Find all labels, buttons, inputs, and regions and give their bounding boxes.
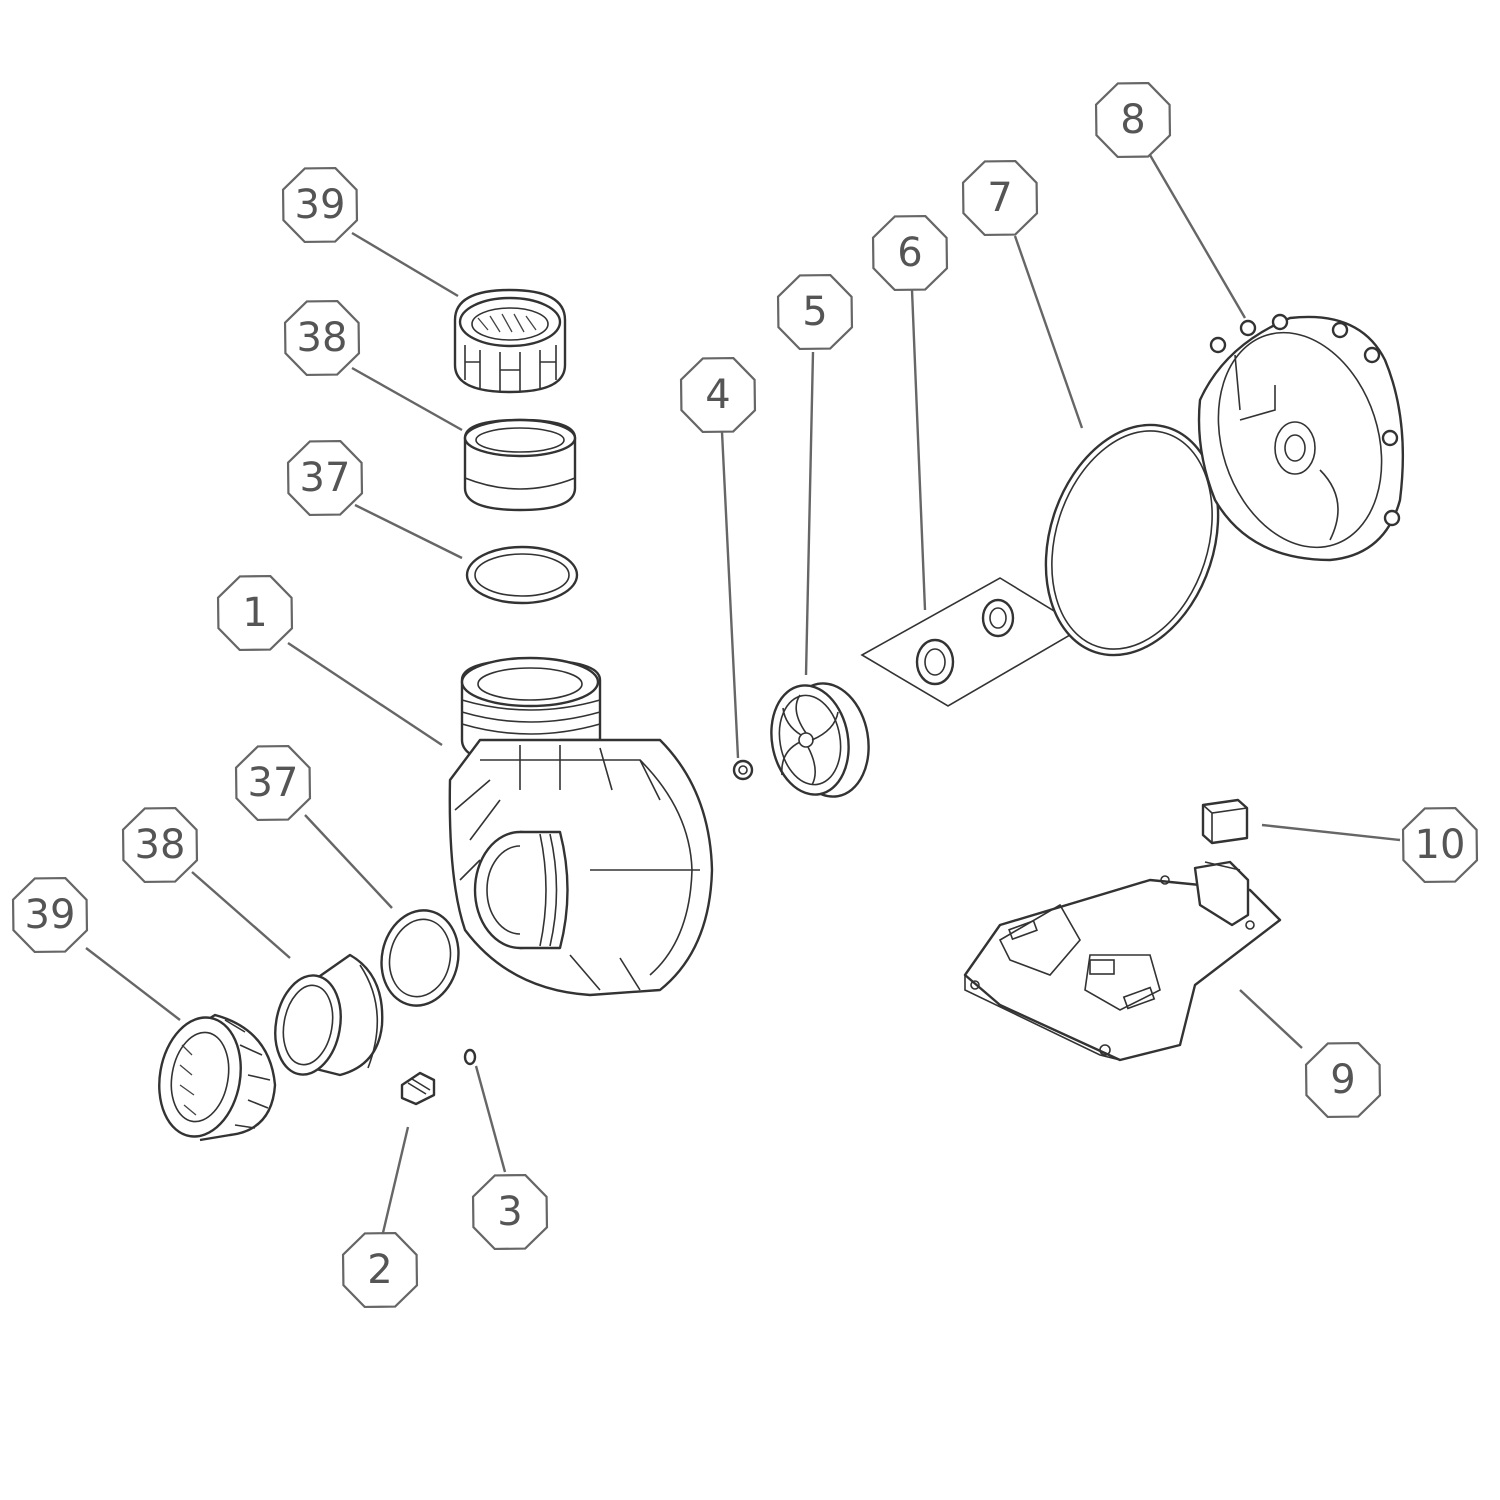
union-nut-upper — [453, 288, 567, 394]
leader-8 — [1148, 154, 1247, 319]
callout-37-upper-label: 37 — [300, 455, 351, 501]
union-nut-lower — [158, 1013, 277, 1142]
leader-6 — [910, 289, 927, 611]
callout-4: 4 — [679, 356, 757, 434]
callout-38-upper-label: 38 — [297, 315, 348, 361]
leader-1 — [287, 641, 443, 747]
callout-6: 6 — [871, 214, 949, 292]
leader-10 — [1261, 823, 1401, 842]
callout-2-label: 2 — [367, 1247, 392, 1293]
callout-3: 3 — [471, 1173, 549, 1251]
o-ring-upper — [465, 545, 579, 605]
mechanical-seal-set — [860, 577, 1084, 707]
callout-37-lower-label: 37 — [248, 760, 299, 806]
leader-5 — [804, 351, 815, 676]
leader-39b — [85, 947, 181, 1021]
callout-39-upper: 39 — [281, 166, 359, 244]
housing-o-ring — [1044, 423, 1220, 657]
leader-37a — [354, 503, 463, 560]
callout-39-lower-label: 39 — [25, 892, 76, 938]
callout-1-label: 1 — [242, 590, 267, 636]
leader-9 — [1239, 989, 1303, 1049]
callout-2: 2 — [341, 1231, 419, 1309]
leader-4 — [720, 431, 740, 759]
callout-38-upper: 38 — [283, 299, 361, 377]
drain-plug — [400, 1071, 436, 1106]
callout-10-label: 10 — [1415, 822, 1466, 868]
leader-38a — [351, 366, 463, 432]
callout-38-lower: 38 — [121, 806, 199, 884]
leader-lines — [85, 154, 1401, 1238]
leader-39a — [351, 231, 459, 298]
callout-9-label: 9 — [1330, 1057, 1355, 1103]
tail-piece-upper — [463, 418, 577, 512]
impeller-nut — [732, 759, 754, 781]
control-chip — [1201, 798, 1249, 845]
callout-39-lower: 39 — [11, 876, 89, 954]
callout-9: 9 — [1304, 1041, 1382, 1119]
tail-piece-lower — [274, 953, 384, 1077]
callout-1: 1 — [216, 574, 294, 652]
pump-housing — [448, 656, 714, 997]
callout-8-label: 8 — [1120, 97, 1145, 143]
callout-5: 5 — [776, 273, 854, 351]
callout-10: 10 — [1401, 806, 1479, 884]
impeller — [770, 682, 870, 798]
callout-6-label: 6 — [897, 230, 922, 276]
callout-7: 7 — [961, 159, 1039, 237]
callout-8: 8 — [1094, 81, 1172, 159]
leader-38b — [191, 871, 291, 959]
leader-3 — [474, 1065, 507, 1173]
drain-o-ring — [463, 1048, 477, 1066]
callout-4-label: 4 — [705, 372, 730, 418]
leader-2 — [380, 1126, 410, 1238]
leader-7 — [1013, 235, 1084, 429]
callout-39-upper-label: 39 — [295, 182, 346, 228]
o-ring-lower — [380, 909, 460, 1007]
leader-37b — [304, 814, 393, 909]
callout-7-label: 7 — [987, 175, 1012, 221]
control-board — [963, 860, 1282, 1062]
callout-3-label: 3 — [497, 1189, 522, 1235]
callout-38-lower-label: 38 — [135, 822, 186, 868]
seal-plate — [1197, 313, 1405, 562]
callout-37-upper: 37 — [286, 439, 364, 517]
callout-5-label: 5 — [802, 289, 827, 335]
callout-37-lower: 37 — [234, 744, 312, 822]
